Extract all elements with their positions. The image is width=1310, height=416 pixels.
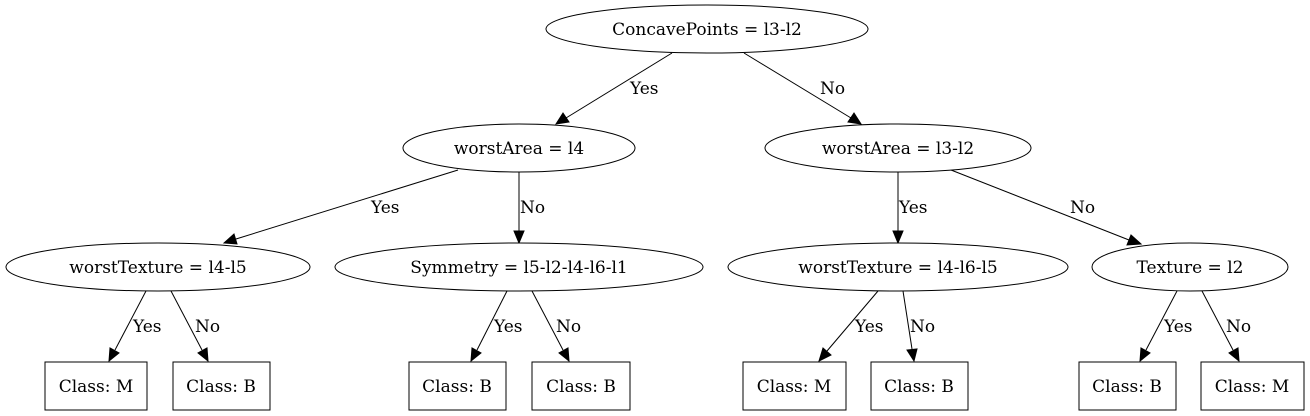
leaf-class-7: Class: B	[1078, 361, 1177, 411]
leaf-class-2: Class: B	[172, 361, 271, 411]
edge-label-root-yes: Yes	[629, 79, 659, 99]
node-texture-label: Texture = l2	[1137, 258, 1244, 278]
edge-label-rltex-yes: Yes	[854, 317, 884, 337]
node-symmetry-label: Symmetry = l5-l2-l4-l6-l1	[410, 258, 627, 278]
edge-lrsym-yes: Yes	[470, 290, 523, 363]
node-worst-texture-right: worstTexture = l4-l6-l5	[727, 242, 1069, 292]
leaf-class-3-label: Class: B	[422, 377, 492, 397]
edge-lrsym-no: No	[531, 290, 581, 363]
node-texture: Texture = l2	[1091, 242, 1289, 292]
edge-label-rltex-no: No	[910, 317, 935, 337]
node-worst-texture-right-label: worstTexture = l4-l6-l5	[798, 258, 997, 278]
edge-larea-yes: Yes	[222, 169, 459, 245]
edge-label-lrsym-no: No	[556, 317, 581, 337]
edge-label-rrtex-no: No	[1226, 317, 1251, 337]
node-symmetry: Symmetry = l5-l2-l4-l6-l1	[334, 242, 704, 292]
edge-label-root-no: No	[820, 79, 845, 99]
leaf-class-6: Class: B	[870, 361, 969, 411]
leaf-class-3: Class: B	[408, 361, 507, 411]
leaf-class-7-label: Class: B	[1092, 377, 1162, 397]
leaf-class-6-label: Class: B	[884, 377, 954, 397]
edge-label-rarea-no: No	[1070, 198, 1095, 218]
edge-label-lrsym-yes: Yes	[493, 317, 523, 337]
edge-rrtex-no: No	[1201, 290, 1251, 363]
edge-label-rarea-yes: Yes	[898, 198, 928, 218]
leaf-class-2-label: Class: B	[186, 377, 256, 397]
node-root-label: ConcavePoints = l3-l2	[612, 20, 802, 40]
edge-rarea-no: No	[950, 169, 1143, 246]
edge-root-yes: Yes	[554, 52, 673, 125]
edge-larea-no: No	[513, 172, 545, 245]
edge-lltex-yes: Yes	[108, 290, 162, 363]
edge-label-larea-no: No	[520, 198, 545, 218]
node-left-worst-area-label: worstArea = l4	[454, 139, 584, 159]
leaf-class-1: Class: M	[44, 361, 148, 411]
edge-label-lltex-no: No	[195, 317, 220, 337]
edge-rltex-yes: Yes	[818, 290, 884, 362]
node-worst-texture-left-label: worstTexture = l4-l5	[69, 258, 246, 278]
edge-lltex-no: No	[170, 290, 220, 363]
node-left-worst-area: worstArea = l4	[402, 123, 636, 173]
leaf-class-4-label: Class: B	[546, 377, 616, 397]
edge-rltex-no: No	[902, 290, 935, 363]
edge-label-lltex-yes: Yes	[132, 317, 162, 337]
edge-rarea-yes: Yes	[892, 172, 928, 245]
leaf-class-5-label: Class: M	[757, 377, 832, 397]
edge-label-rrtex-yes: Yes	[1163, 317, 1193, 337]
leaf-class-8-label: Class: M	[1215, 377, 1290, 397]
node-right-worst-area: worstArea = l3-l2	[764, 123, 1032, 173]
leaf-class-5: Class: M	[742, 361, 847, 411]
node-root: ConcavePoints = l3-l2	[545, 4, 869, 54]
node-right-worst-area-label: worstArea = l3-l2	[822, 139, 974, 159]
leaf-class-1-label: Class: M	[59, 377, 134, 397]
leaf-class-4: Class: B	[531, 361, 631, 411]
edge-rrtex-yes: Yes	[1139, 290, 1193, 363]
leaf-class-8: Class: M	[1200, 361, 1305, 411]
node-worst-texture-left: worstTexture = l4-l5	[5, 242, 311, 292]
edge-label-larea-yes: Yes	[370, 198, 400, 218]
edge-root-no: No	[743, 52, 863, 125]
